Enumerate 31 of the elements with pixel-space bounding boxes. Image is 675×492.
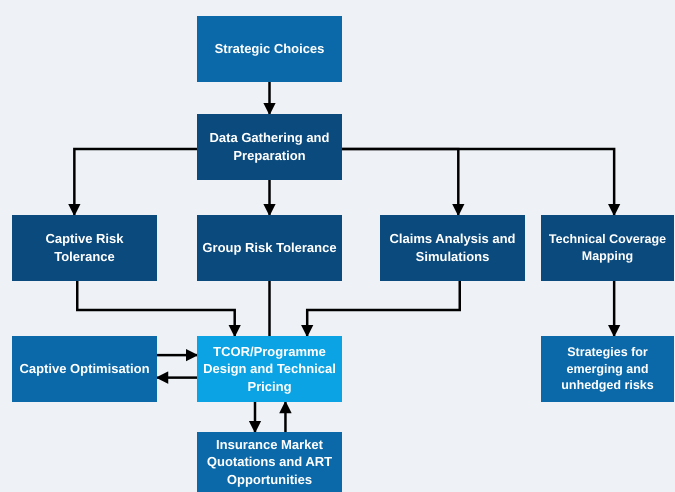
box-label: Group Risk Tolerance bbox=[202, 239, 337, 257]
arrow bbox=[300, 281, 461, 338]
process-box bbox=[197, 336, 342, 402]
box-label: TCOR/Programme Design and Technical Pricing bbox=[202, 342, 337, 396]
box-label: Captive Optimisation bbox=[19, 360, 150, 378]
process-box bbox=[197, 114, 342, 180]
box-label: Claims Analysis and Simulations bbox=[388, 230, 516, 266]
box-label: Insurance Market Quotations and ART Opportunities bbox=[206, 436, 334, 488]
process-box bbox=[541, 336, 674, 402]
process-box bbox=[12, 336, 157, 402]
box-label: Strategies for emerging and unhedged risks bbox=[560, 344, 655, 394]
arrow bbox=[279, 400, 292, 432]
box-label: Data Gathering and Preparation bbox=[208, 129, 330, 165]
arrow bbox=[76, 281, 241, 338]
arrow bbox=[263, 180, 276, 216]
arrow bbox=[157, 348, 198, 362]
process-box bbox=[380, 215, 525, 281]
process-box bbox=[12, 215, 157, 281]
arrow bbox=[156, 371, 197, 384]
arrow bbox=[263, 82, 276, 116]
box-label: Strategic Choices bbox=[214, 40, 324, 58]
box-label: Technical Coverage Mapping bbox=[548, 231, 668, 265]
process-box bbox=[197, 215, 342, 281]
arrow bbox=[68, 148, 197, 216]
arrow bbox=[342, 148, 620, 216]
process-box bbox=[197, 432, 342, 492]
process-box bbox=[197, 16, 342, 82]
arrow bbox=[608, 281, 620, 338]
process-box bbox=[541, 215, 674, 281]
arrow bbox=[248, 402, 262, 434]
box-label: Captive Risk Tolerance bbox=[44, 230, 125, 266]
